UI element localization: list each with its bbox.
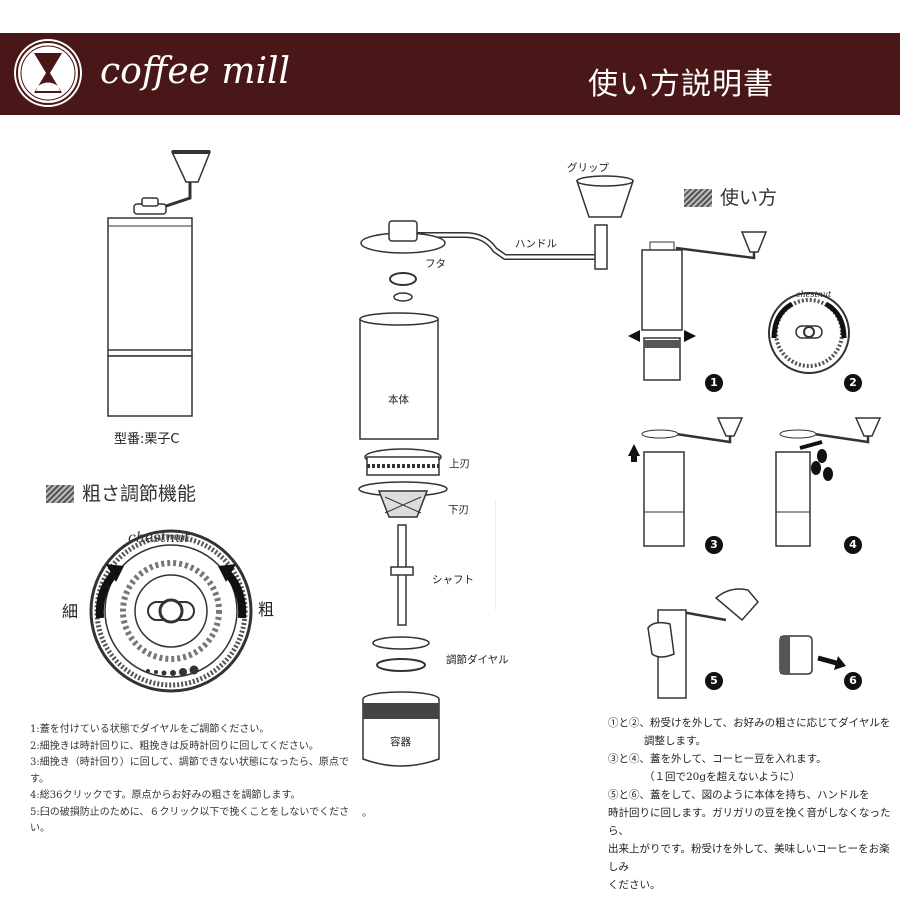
part-upper-blade: 上刃 — [449, 458, 470, 470]
instruction-line: 調整します。 — [644, 735, 706, 747]
part-container: 容器 — [390, 736, 411, 748]
adjust-note: 5:臼の破損防止のために、６クリック以下で挽くことをしないでください。 — [30, 806, 350, 835]
step-2-illustration — [768, 292, 850, 374]
dial-brand-text: chestnut — [128, 530, 190, 546]
hatched-mark-icon — [46, 485, 74, 503]
adjust-dial-illustration — [89, 529, 253, 693]
instruction-line: 出来上がりです。粉受けを外して、美味しいコーヒーをお楽しみ — [608, 843, 890, 873]
instruction-line: ⑤と⑥、蓋をして、図のように本体を持ち、ハンドルを — [608, 789, 870, 801]
footnote: 。 — [362, 808, 372, 819]
part-body: 本体 — [388, 394, 409, 406]
step-4-illustration — [775, 417, 882, 547]
part-handle: ハンドル — [515, 238, 557, 250]
coffee-bean-icon — [811, 461, 821, 475]
exploded-parts-diagram — [358, 175, 635, 767]
step-3-illustration — [628, 417, 744, 547]
model-label: 型番:栗子C — [114, 432, 180, 447]
instruction-line: ③と④、蓋を外して、コーヒー豆を入れます。 — [608, 753, 827, 765]
header-banner: coffee mill 使い方説明書 — [0, 33, 900, 115]
adjust-note: 2:細挽きは時計回りに、粗挽きは反時計回りに回してください。 — [30, 740, 319, 752]
instruction-line: 時計回りに回します。ガリガリの豆を挽く音がしなくなったら、 — [608, 807, 891, 837]
part-lid: フタ — [425, 258, 446, 270]
adjust-note: 4:総36クリックです。原点からお好みの粗さを調節します。 — [30, 790, 301, 801]
step-2-brand-text: chestnut — [796, 290, 832, 299]
step-5-illustration — [647, 588, 759, 699]
coarse-label: 粗 — [258, 600, 275, 619]
part-dial: 調節ダイヤル — [446, 654, 509, 666]
step-number-4: 4 — [844, 536, 862, 554]
coffee-bean-icon — [823, 467, 833, 481]
hourglass-logo-icon — [14, 39, 82, 107]
coffee-bean-icon — [817, 449, 827, 463]
adjust-note: 1:蓋を付けている状態でダイヤルをご調節ください。 — [30, 724, 270, 735]
hatched-mark-icon — [684, 189, 712, 207]
manual-title: 使い方説明書 — [588, 67, 774, 102]
step-number-1: 1 — [705, 374, 723, 392]
adjust-notes: 1:蓋を付けている状態でダイヤルをご調節ください。 2:細挽きは時計回りに、粗挽… — [30, 722, 360, 838]
fine-label: 細 — [62, 602, 79, 621]
usage-section-title: 使い方 — [684, 183, 777, 210]
grinder-product-illustration — [107, 150, 212, 417]
adjust-note: 3:細挽き（時計回り）に回して、調節できない状態になったら、原点です。 — [30, 757, 349, 785]
instruction-line: ①と②、粉受けを外して、お好みの粗さに応じてダイヤルを — [608, 717, 891, 729]
instruction-line: ください。 — [608, 879, 661, 891]
adjust-section-title: 粗さ調節機能 — [46, 479, 196, 506]
part-shaft: シャフト — [432, 574, 474, 586]
brand-title: coffee mill — [100, 51, 291, 92]
usage-instructions: ①と②、粉受けを外して、お好みの粗さに応じてダイヤルを 調整します。 ③と④、蓋… — [608, 714, 898, 894]
instruction-line: （１回で20gを超えないように） — [644, 771, 801, 783]
step-number-2: 2 — [844, 374, 862, 392]
step-6-illustration — [779, 635, 846, 675]
step-number-5: 5 — [705, 672, 723, 690]
step-number-6: 6 — [844, 672, 862, 690]
step-number-3: 3 — [705, 536, 723, 554]
part-lower-blade: 下刃 — [448, 504, 469, 516]
step-1-illustration — [628, 231, 768, 381]
part-grip: グリップ — [567, 162, 609, 174]
faint-background-panel — [495, 500, 616, 610]
